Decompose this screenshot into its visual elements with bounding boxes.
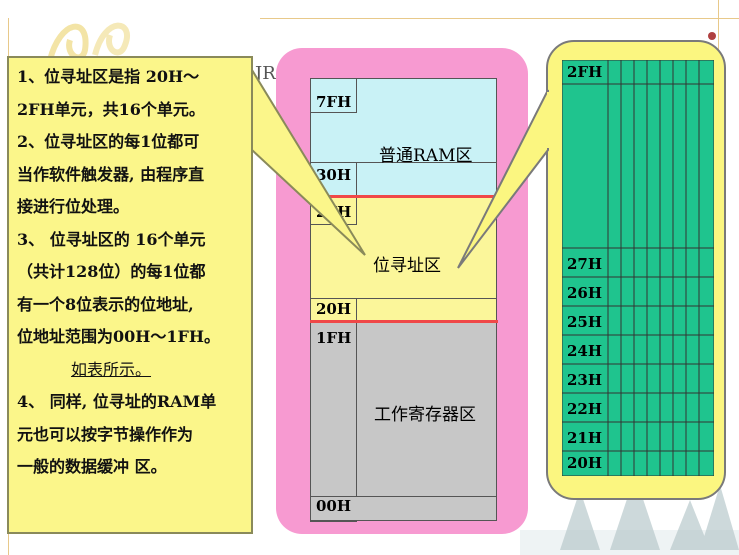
ram-bottom-right-cell [356, 162, 497, 198]
note-1a: 1、位寻址区是指 20H～ [17, 67, 200, 86]
bit-row-26h: 26H [567, 284, 603, 302]
note-1b: 2FH单元，共16个单元。 [17, 99, 205, 119]
bit-address-table: 2FH 27H 26H 25H 24H 23H 22H 21H 20H [561, 59, 715, 480]
addr-00h: 00H [316, 497, 352, 515]
note-2a: 2、位寻址区的每1位都可 [17, 132, 200, 151]
work-bottom-cell [310, 496, 497, 521]
bit-region-label: 位寻址区 [373, 256, 441, 276]
bit-work-separator [310, 320, 498, 323]
note-4c: 一般的数据缓冲 区。 [17, 457, 167, 476]
addr-7fh: 7FH [316, 93, 352, 111]
notes-callout: 1、位寻址区是指 20H～ 2FH单元，共16个单元。 2、位寻址区的每1位都可… [7, 56, 253, 534]
bit-row-24h: 24H [567, 342, 603, 360]
note-2b: 当作软件触发器, 由程序直 [17, 164, 205, 184]
bit-row-2fh: 2FH [567, 63, 603, 81]
ram-bit-separator [310, 195, 503, 198]
table-link[interactable]: 如表所示。 [71, 359, 152, 379]
ram-region-label: 普通RAM区 [379, 146, 473, 166]
frame-right-line [718, 0, 719, 70]
note-3c: 有一个8位表示的位地址, [17, 294, 194, 314]
addr-1fh: 1FH [316, 329, 352, 347]
decorative-flourish [47, 22, 130, 61]
decorative-trees [520, 475, 739, 555]
bit-row-21h: 21H [567, 429, 603, 447]
work-region-label: 工作寄存器区 [374, 405, 476, 425]
addr-20h: 20H [316, 300, 352, 318]
addr-30h: 30H [316, 166, 352, 184]
bit-row-20h: 20H [567, 454, 603, 472]
partial-title: JR [255, 63, 276, 84]
bit-row-25h: 25H [567, 313, 603, 331]
note-2c: 接进行位处理。 [17, 197, 130, 216]
note-4a: 4、 同样, 位寻址的RAM单 [17, 392, 217, 411]
corner-dot [708, 32, 716, 40]
frame-top-line [260, 18, 739, 19]
note-3a: 3、 位寻址区的 16个单元 [17, 229, 206, 249]
note-4b: 元也可以按字节操作作为 [17, 424, 194, 444]
note-3b: （共计128位）的每1位都 [17, 262, 206, 281]
addr-2fh: 2FH [316, 203, 352, 221]
bit-row-27h: 27H [567, 255, 603, 273]
work-address-cell [310, 321, 357, 521]
bit-table-grid [561, 59, 715, 477]
bit-bottom-right-cell [356, 298, 497, 322]
note-3e: 如表所示。 [17, 354, 251, 387]
bit-row-22h: 22H [567, 400, 603, 418]
bit-row-23h: 23H [567, 371, 603, 389]
note-3d: 位地址范围为00H～1FH。 [17, 327, 220, 346]
